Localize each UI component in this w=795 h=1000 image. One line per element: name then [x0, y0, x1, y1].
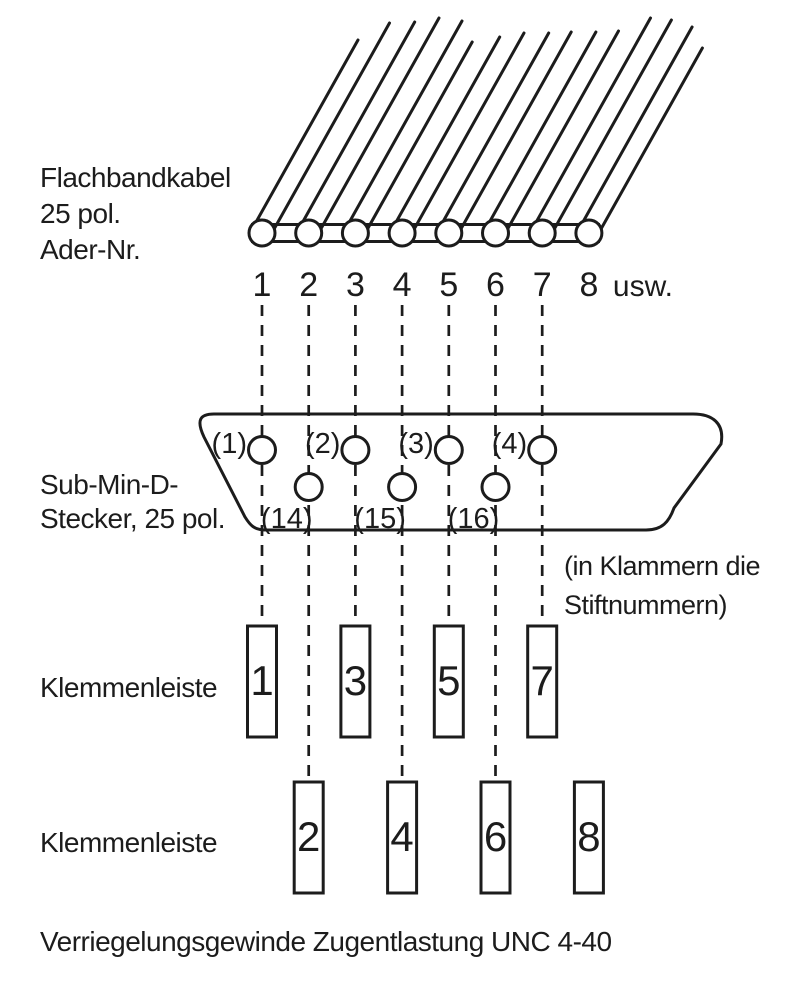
- cable-label-line: Flachbandkabel: [40, 162, 231, 193]
- ribbon-wire-line: [505, 29, 620, 233]
- pin-number-label: (14): [261, 503, 313, 535]
- cable-wire-end-circle: [247, 218, 277, 248]
- ribbon-wire-line: [364, 40, 474, 233]
- connector-label-line: Sub-Min-D-: [40, 469, 179, 500]
- terminal-strip-label-2: Klemmenleiste: [40, 827, 218, 858]
- pin-numbers-note: (in Klammern die Stiftnummern): [564, 547, 761, 625]
- connector-pin-circle: [293, 472, 324, 502]
- wire-number-label: 1: [253, 266, 272, 304]
- connector-pin-circle: [433, 435, 464, 465]
- terminal-strip-label-1: Klemmenleiste: [40, 672, 218, 703]
- ribbon-wire-line: [318, 16, 441, 233]
- ribbon-wire-line: [598, 46, 704, 233]
- cable-wire-end-circle: [527, 218, 557, 248]
- ribbon-wire-line: [576, 25, 694, 233]
- ribbon-wire-line: [249, 38, 360, 233]
- ribbon-wire-line: [483, 30, 598, 233]
- pin-numbers-note-line: Stiftnummern): [564, 590, 728, 620]
- ribbon-wire-line: [411, 31, 526, 233]
- wire-number-label: 6: [486, 266, 505, 304]
- pin-number-label: (15): [354, 503, 406, 535]
- cable-wire-end-circle: [387, 218, 417, 248]
- terminal-number-label: 2: [297, 813, 320, 860]
- footer-note: Verriegelungsgewinde Zugentlastung UNC 4…: [40, 926, 612, 957]
- wire-number-label: 3: [346, 266, 365, 304]
- pin-numbers-note-line: (in Klammern die: [564, 551, 761, 581]
- wire-number-label: 8: [579, 266, 598, 304]
- ribbon-wire-line: [551, 18, 673, 233]
- wire-number-etc-label: usw.: [613, 270, 673, 303]
- connector-outline: [198, 412, 724, 532]
- pin-number-label: (4): [492, 428, 527, 460]
- wire-number-label: 2: [299, 266, 318, 304]
- terminal-number-label: 3: [344, 657, 367, 704]
- pin-number-label: (1): [212, 428, 247, 460]
- ribbon-wire-line: [389, 35, 502, 233]
- ribbon-wire-line: [271, 21, 391, 233]
- terminal-rect: [246, 624, 278, 739]
- terminal-number-label: 1: [250, 657, 273, 704]
- ribbon-wire-line: [342, 19, 464, 233]
- cable-wire-end-circle: [294, 218, 324, 248]
- terminal-number-label: 5: [437, 657, 460, 704]
- connector-pin-circle: [527, 435, 558, 465]
- wire-number-label: 5: [439, 266, 458, 304]
- terminal-rect: [526, 624, 559, 739]
- connector-pin-circle: [480, 472, 511, 502]
- cable-wire-end-circle: [481, 218, 510, 248]
- terminal-number-label: 7: [531, 657, 554, 704]
- cable-wire-end-circle: [434, 218, 464, 248]
- terminal-rect: [479, 780, 512, 895]
- pin-number-label: (2): [305, 428, 340, 460]
- wire-number-label: 7: [533, 266, 552, 304]
- cable-label-line: Ader-Nr.: [40, 234, 141, 265]
- connector-pin-circle: [340, 435, 371, 465]
- terminal-number-label: 4: [390, 813, 413, 860]
- wire-number-label: 4: [393, 266, 412, 304]
- cable-label-line: 25 pol.: [40, 198, 121, 229]
- cable-wire-end-circle: [340, 218, 370, 248]
- pin-number-label: (16): [448, 503, 500, 535]
- pin-number-label: (3): [398, 428, 433, 460]
- terminal-rect: [432, 624, 465, 739]
- cable-wire-end-circle: [574, 218, 604, 248]
- terminal-rect: [339, 624, 372, 739]
- terminal-rect: [386, 780, 419, 895]
- terminal-number-label: 8: [577, 813, 600, 860]
- ribbon-wire-line: [436, 31, 551, 233]
- cable-label: Flachbandkabel 25 pol. Ader-Nr.: [40, 160, 231, 268]
- terminal-rect: [572, 780, 605, 895]
- connector-label: Sub-Min-D- Stecker, 25 pol.: [40, 468, 226, 536]
- ribbon-wire-line: [458, 30, 573, 233]
- terminal-number-label: 6: [484, 813, 507, 860]
- connector-pin-circle: [387, 472, 418, 502]
- connector-pin-circle: [247, 435, 277, 465]
- terminal-rect: [292, 780, 325, 895]
- ribbon-wire-line: [529, 16, 652, 233]
- ribbon-wire-line: [296, 20, 417, 233]
- connector-label-line: Stecker, 25 pol.: [40, 503, 226, 534]
